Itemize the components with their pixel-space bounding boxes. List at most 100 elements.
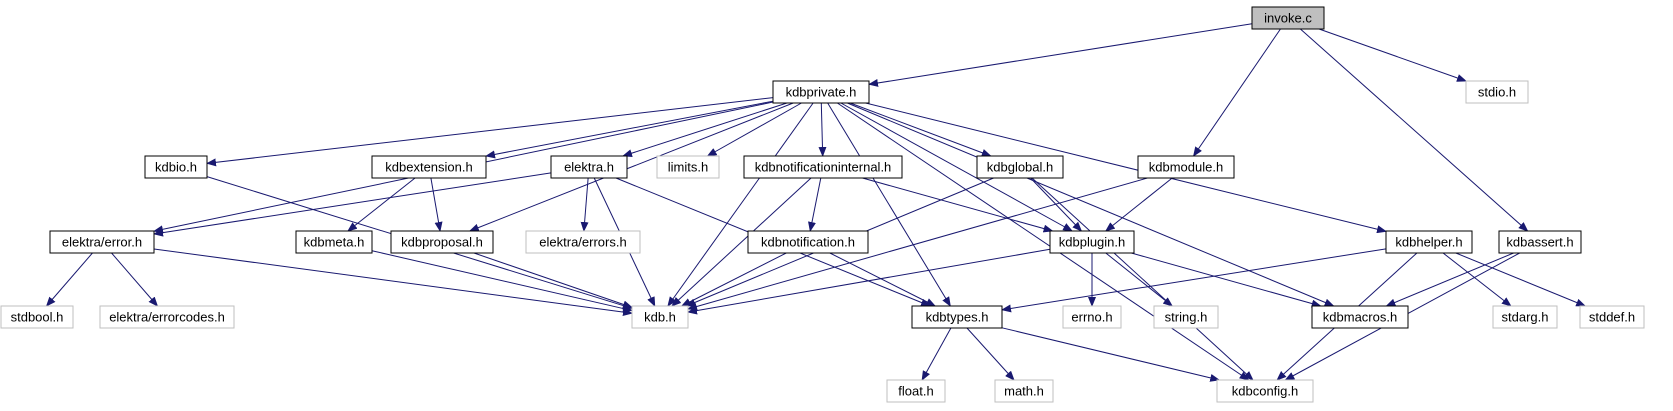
node-kdbmodule-h[interactable]: kdbmodule.h: [1137, 155, 1235, 179]
node-label: elektra/errors.h: [539, 235, 626, 250]
edge-elektra_error_h-to-kdb_h: [153, 248, 633, 317]
node-elektra-h[interactable]: elektra.h: [550, 155, 628, 179]
edge-kdbprivate_h-to-kdbtypes_h: [827, 102, 951, 307]
edge-kdbprivate_h-to-kdbnotificationinternal_h: [818, 102, 827, 157]
node-box: [390, 230, 494, 254]
node-label: kdbnotificationinternal.h: [755, 160, 892, 175]
node-kdbtypes-h[interactable]: kdbtypes.h: [911, 305, 1003, 329]
node-errno-h: errno.h: [1062, 305, 1122, 329]
node-label: kdbio.h: [155, 160, 197, 175]
edge-kdbnotification_h-to-kdb_h: [680, 252, 787, 307]
node-kdbnotificationinternal-h[interactable]: kdbnotificationinternal.h: [743, 155, 903, 179]
node-kdbio-h[interactable]: kdbio.h: [144, 155, 208, 179]
node-label: stdarg.h: [1502, 310, 1549, 325]
edge-invoke_c-to-kdbprivate_h: [868, 23, 1253, 87]
node-label: math.h: [1004, 384, 1044, 399]
node-limits-h: limits.h: [656, 155, 720, 179]
node-box: [525, 230, 641, 254]
node-box: [1498, 230, 1582, 254]
node-string-h: string.h: [1153, 305, 1219, 329]
node-label: string.h: [1165, 310, 1208, 325]
node-label: kdbtypes.h: [926, 310, 989, 325]
node-label: limits.h: [668, 160, 708, 175]
edge-kdbnotificationinternal_h-to-kdbplugin_h: [862, 177, 1054, 233]
node-label: kdbmodule.h: [1149, 160, 1223, 175]
node-kdbmacros-h[interactable]: kdbmacros.h: [1311, 305, 1409, 329]
node-kdbnotification-h[interactable]: kdbnotification.h: [747, 230, 869, 254]
node-label: kdbplugin.h: [1059, 235, 1126, 250]
node-label: kdbprivate.h: [786, 85, 857, 100]
edge-kdbplugin_h-to-string_h: [1105, 252, 1173, 307]
node-box: [1311, 305, 1409, 329]
node-elektra-error-h[interactable]: elektra/error.h: [49, 230, 155, 254]
edge-kdbnotification_h-to-kdbtypes_h: [829, 252, 937, 307]
edge-kdbhelper_h-to-stddef_h: [1455, 252, 1587, 307]
edge-kdbassert_h-to-kdbmacros_h: [1385, 252, 1514, 307]
node-stddef-h: stddef.h: [1579, 305, 1645, 329]
node-label: kdbconfig.h: [1232, 384, 1299, 399]
node-box: [1049, 230, 1135, 254]
edge-kdbproposal_h-to-kdb_h: [473, 252, 633, 309]
nodes-layer: invoke.c kdbprivate.h stdio.h kdbio.h kdbext…: [0, 6, 1645, 403]
edge-elektra_error_h-to-elektra_errorcodes_h: [111, 252, 159, 307]
node-box: [772, 80, 870, 104]
node-kdbhelper-h[interactable]: kdbhelper.h: [1385, 230, 1473, 254]
node-box: [1579, 305, 1645, 329]
node-elektra-errors-h: elektra/errors.h: [525, 230, 641, 254]
node-box: [976, 155, 1064, 179]
node-label: elektra.h: [564, 160, 614, 175]
node-float-h: float.h: [886, 379, 946, 403]
node-box: [1153, 305, 1219, 329]
edge-kdbplugin_h-to-kdb_h: [687, 248, 1051, 315]
node-invoke-c[interactable]: invoke.c: [1251, 6, 1325, 30]
node-label: kdbhelper.h: [1395, 235, 1462, 250]
edge-kdbprivate_h-to-limits_h: [706, 102, 802, 157]
edge-kdbhelper_h-to-stdarg_h: [1442, 252, 1512, 307]
node-label: invoke.c: [1264, 11, 1312, 26]
node-kdbplugin-h[interactable]: kdbplugin.h: [1049, 230, 1135, 254]
node-label: errno.h: [1071, 310, 1112, 325]
node-label: kdbmacros.h: [1323, 310, 1397, 325]
node-box: [1137, 155, 1235, 179]
node-box: [1216, 379, 1314, 403]
node-kdbconfig-h: kdbconfig.h: [1216, 379, 1314, 403]
node-kdbassert-h[interactable]: kdbassert.h: [1498, 230, 1582, 254]
edge-invoke_c-to-stdio_h: [1318, 28, 1467, 82]
node-box: [0, 305, 74, 329]
node-box: [656, 155, 720, 179]
node-kdbproposal-h[interactable]: kdbproposal.h: [390, 230, 494, 254]
node-box: [1062, 305, 1122, 329]
node-box: [1385, 230, 1473, 254]
node-box: [1492, 305, 1558, 329]
edge-elektra_h-to-elektra_error_h: [153, 172, 552, 237]
edge-kdbnotificationinternal_h-to-kdb_h: [671, 177, 812, 307]
node-box: [886, 379, 946, 403]
node-box: [99, 305, 235, 329]
node-box: [295, 230, 373, 254]
node-box: [550, 155, 628, 179]
node-label: kdb.h: [644, 310, 676, 325]
node-kdbprivate-h[interactable]: kdbprivate.h: [772, 80, 870, 104]
node-box: [994, 379, 1054, 403]
node-stdarg-h: stdarg.h: [1492, 305, 1558, 329]
node-label: elektra/error.h: [62, 235, 142, 250]
node-elektra-errorcodes-h: elektra/errorcodes.h: [99, 305, 235, 329]
node-box: [747, 230, 869, 254]
node-stdio-h: stdio.h: [1465, 80, 1529, 104]
edge-kdbmodule_h-to-kdb_h: [687, 177, 1148, 311]
node-kdbextension-h[interactable]: kdbextension.h: [371, 155, 487, 179]
node-kdbglobal-h[interactable]: kdbglobal.h: [976, 155, 1064, 179]
edge-kdbprivate_h-to-kdbconfig_h: [837, 102, 1250, 381]
edge-kdbmodule_h-to-kdbplugin_h: [1105, 177, 1173, 232]
edge-kdbprivate_h-to-elektra_h: [622, 102, 788, 158]
node-box: [743, 155, 903, 179]
edge-invoke_c-to-kdbassert_h: [1300, 28, 1529, 232]
edge-kdbprivate_h-to-kdbproposal_h: [468, 102, 794, 232]
edge-kdbprivate_h-to-kdb_h: [667, 102, 814, 307]
edge-kdbprivate_h-to-kdbextension_h: [485, 100, 774, 159]
edge-kdbtypes_h-to-float_h: [921, 327, 952, 381]
node-stdbool-h: stdbool.h: [0, 305, 74, 329]
node-box: [1465, 80, 1529, 104]
node-label: kdbproposal.h: [401, 235, 483, 250]
node-kdbmeta-h[interactable]: kdbmeta.h: [295, 230, 373, 254]
